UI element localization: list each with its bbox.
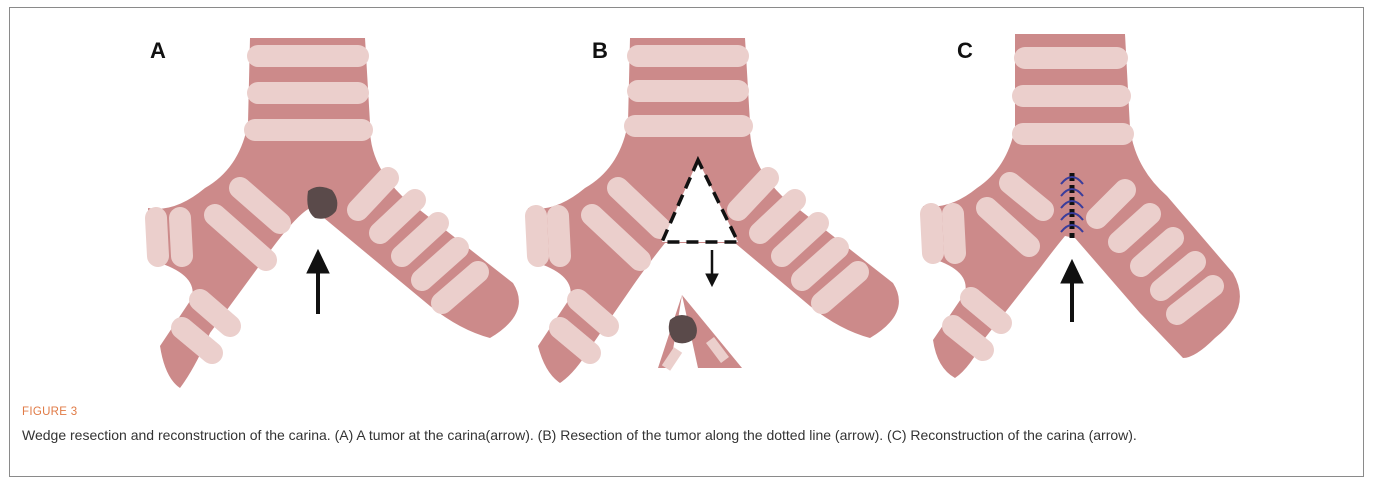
airway-diagram-a xyxy=(140,28,520,408)
arrow-icon xyxy=(706,250,718,286)
arrow-icon xyxy=(1061,260,1083,322)
resected-wedge xyxy=(658,295,742,368)
figure-caption-text: Wedge resection and reconstruction of th… xyxy=(22,425,1360,446)
panel-a: A xyxy=(140,28,520,408)
tumor xyxy=(669,315,697,343)
tumor xyxy=(307,187,337,219)
airway-diagram-c xyxy=(915,28,1295,408)
figure-caption-title: FIGURE 3 xyxy=(22,406,77,418)
arrow-icon xyxy=(307,250,329,314)
airway-diagram-b xyxy=(520,28,900,408)
panel-b: B xyxy=(520,28,900,408)
panel-c: C xyxy=(915,28,1295,408)
figure-frame: A xyxy=(9,7,1364,477)
